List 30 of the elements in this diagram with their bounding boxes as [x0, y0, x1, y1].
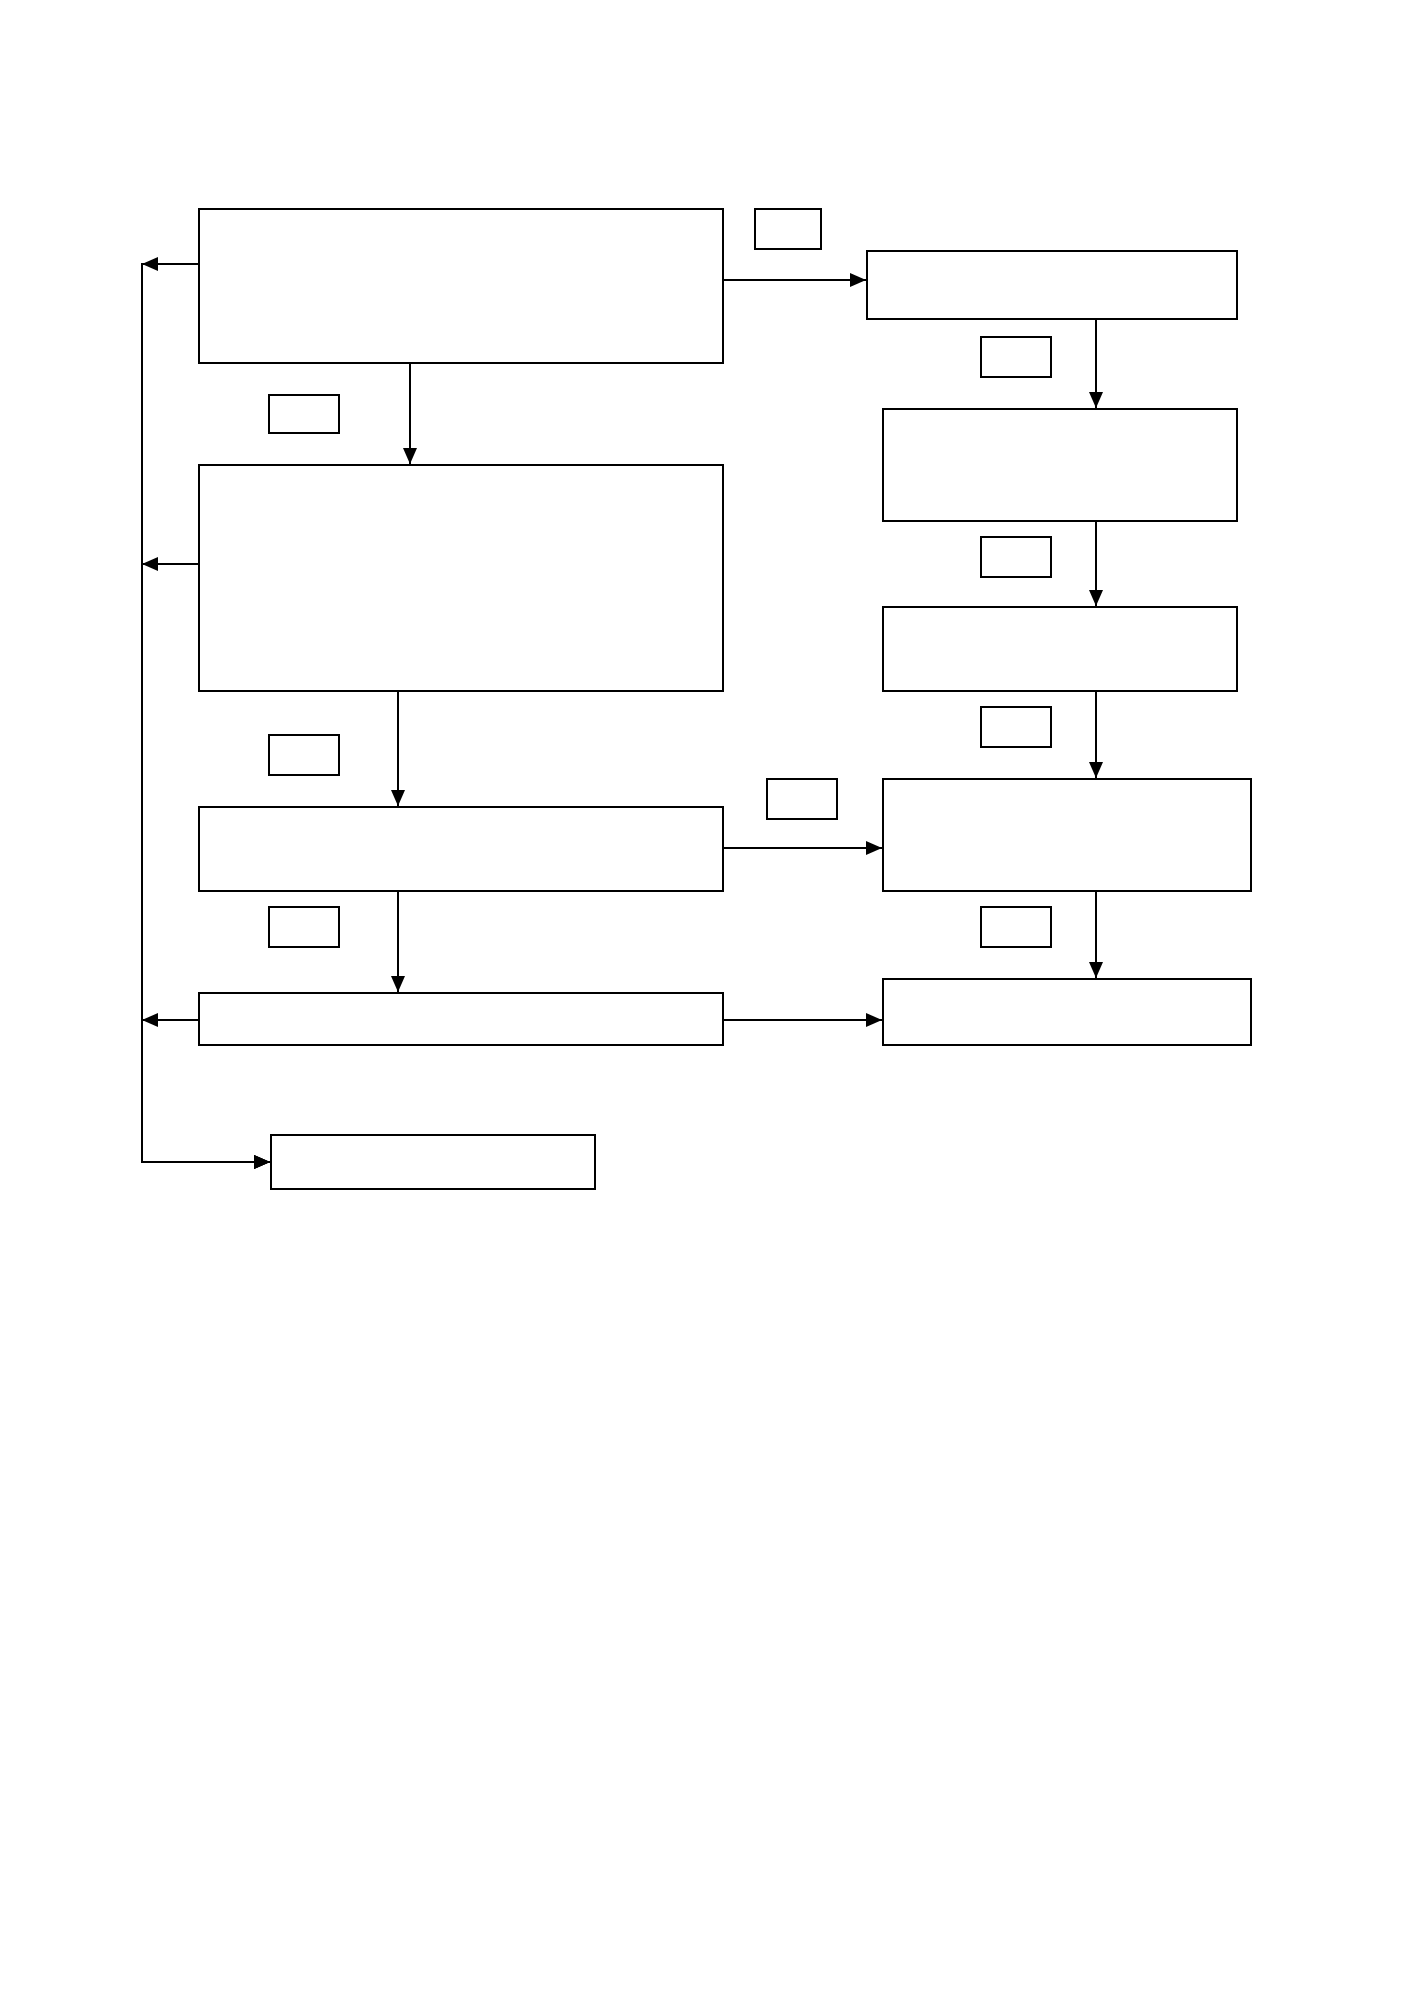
tag-box: [766, 778, 838, 820]
process-box: [198, 464, 724, 692]
process-box: [270, 1134, 596, 1190]
tag-box: [980, 906, 1052, 948]
arrow: [391, 691, 405, 807]
arrow: [723, 1013, 883, 1027]
tag-box: [268, 734, 340, 776]
process-box: [882, 778, 1252, 892]
tag-box: [980, 536, 1052, 578]
process-box: [882, 606, 1238, 692]
arrow: [1089, 521, 1103, 607]
arrow: [141, 1013, 271, 1169]
arrow: [723, 841, 883, 855]
arrow: [1089, 319, 1103, 409]
process-box: [198, 806, 724, 892]
tag-box: [980, 336, 1052, 378]
arrow: [1089, 891, 1103, 979]
arrow: [1089, 691, 1103, 779]
arrow: [403, 363, 417, 465]
process-box: [198, 992, 724, 1046]
tag-box: [754, 208, 822, 250]
tag-box: [268, 394, 340, 434]
process-box: [198, 208, 724, 364]
tag-box: [268, 906, 340, 948]
arrow: [391, 891, 405, 993]
process-box: [882, 978, 1252, 1046]
process-box: [866, 250, 1238, 320]
process-box: [882, 408, 1238, 522]
tag-box: [980, 706, 1052, 748]
arrow: [723, 273, 867, 287]
